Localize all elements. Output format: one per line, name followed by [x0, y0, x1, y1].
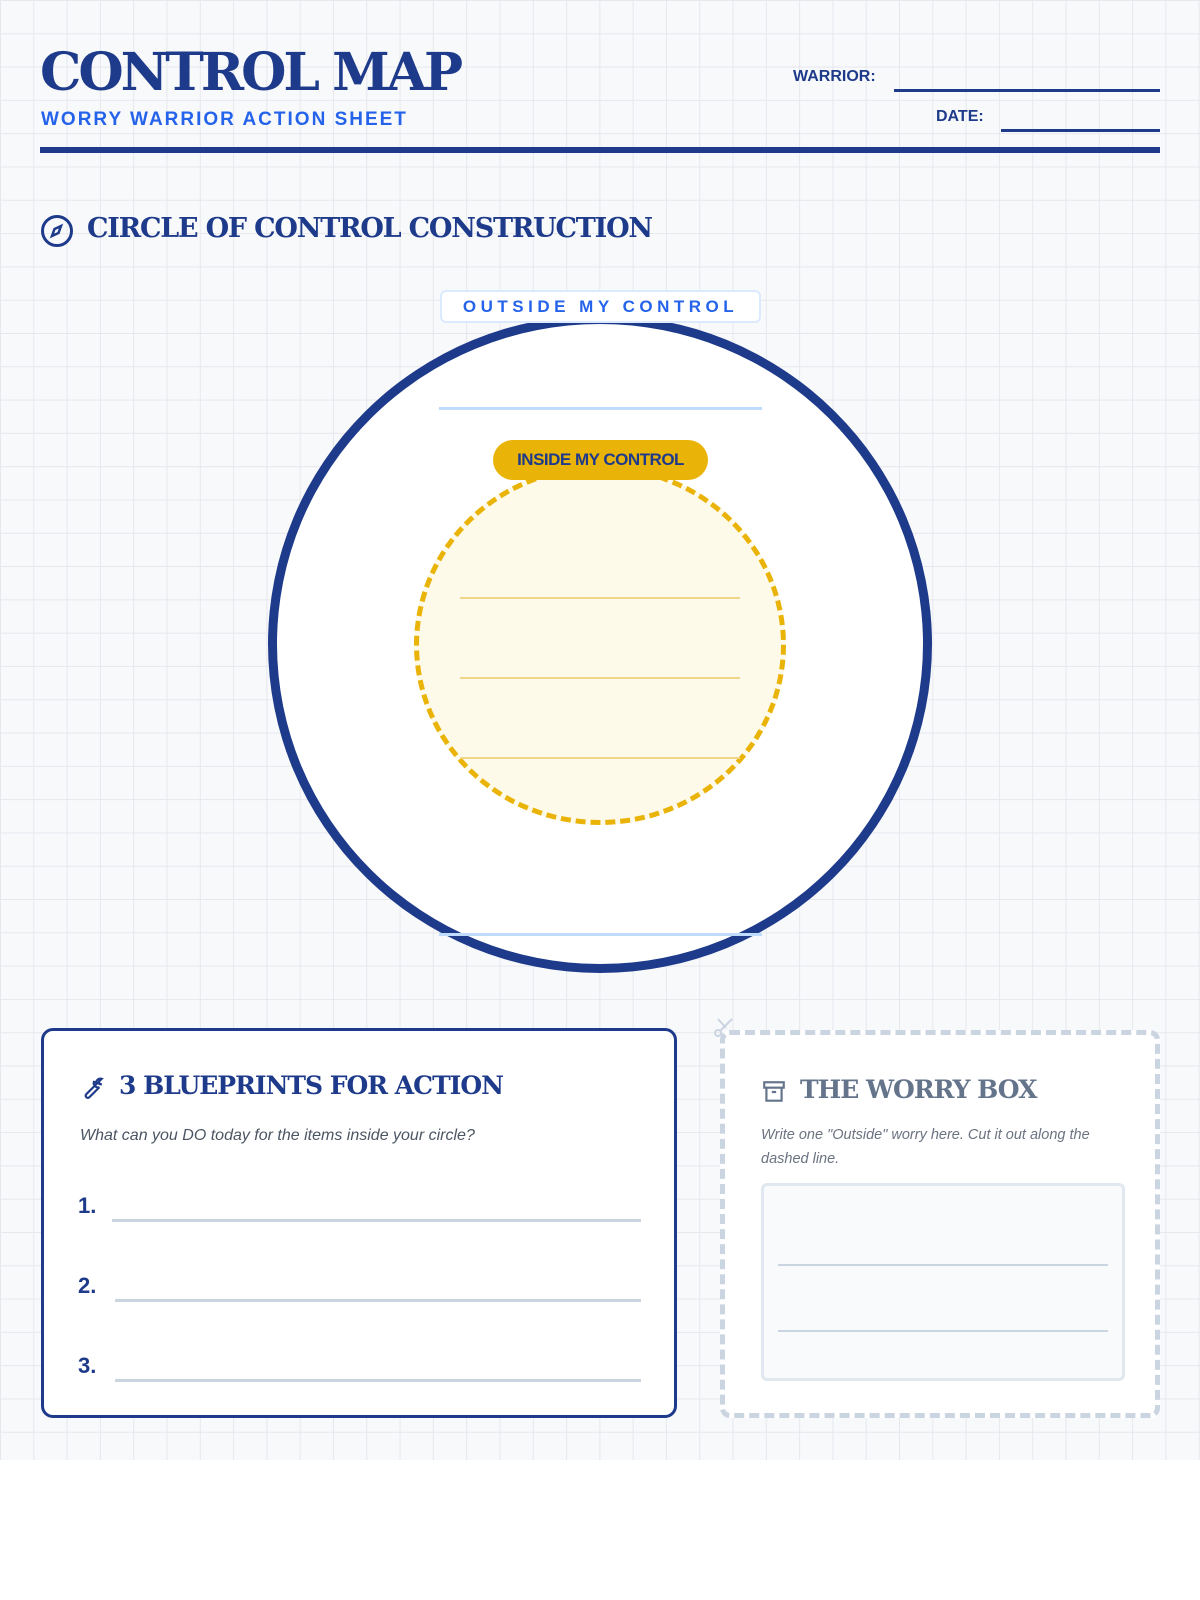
- header-divider: [40, 147, 1160, 153]
- blueprints-prompt: What can you DO today for the items insi…: [80, 1127, 475, 1144]
- warrior-label: WARRIOR:: [793, 68, 876, 85]
- warrior-field[interactable]: [894, 89, 1160, 92]
- worry-line: [778, 1264, 1108, 1266]
- worry-box-title: THE WORRY BOX: [800, 1075, 1037, 1104]
- outside-control-label: OUTSIDE MY CONTROL: [440, 290, 761, 323]
- item-number: 3.: [78, 1353, 97, 1378]
- action-line-3[interactable]: [115, 1379, 641, 1382]
- action-line-2[interactable]: [115, 1299, 641, 1302]
- page-title: CONTROL MAP: [40, 42, 463, 103]
- archive-box-icon: [763, 1081, 785, 1102]
- compass-icon: [41, 215, 73, 247]
- item-number: 1.: [78, 1193, 97, 1218]
- worry-write-area[interactable]: [761, 1183, 1125, 1381]
- outside-write-line[interactable]: [439, 407, 762, 410]
- inside-write-line[interactable]: [460, 677, 740, 679]
- worksheet: CONTROL MAP WORRY WARRIOR ACTION SHEET W…: [0, 0, 1200, 1460]
- item-number: 2.: [78, 1273, 97, 1298]
- page-subtitle: WORRY WARRIOR ACTION SHEET: [41, 109, 408, 130]
- blueprints-card: 3 BLUEPRINTS FOR ACTION What can you DO …: [41, 1028, 677, 1418]
- action-line-1[interactable]: [112, 1219, 641, 1222]
- worry-line: [778, 1330, 1108, 1332]
- worry-box-prompt: Write one "Outside" worry here. Cut it o…: [761, 1127, 1090, 1167]
- blueprints-title: 3 BLUEPRINTS FOR ACTION: [119, 1071, 504, 1100]
- wrench-icon: [84, 1077, 104, 1099]
- inside-control-label: INSIDE MY CONTROL: [493, 440, 708, 480]
- date-field[interactable]: [1001, 129, 1160, 132]
- section-title: CIRCLE OF CONTROL CONSTRUCTION: [87, 213, 653, 244]
- inside-control-circle: [414, 465, 786, 825]
- inside-write-line[interactable]: [460, 757, 740, 759]
- outside-write-line[interactable]: [439, 933, 762, 936]
- inside-write-line[interactable]: [460, 597, 740, 599]
- worry-box-card: THE WORRY BOX Write one "Outside" worry …: [720, 1030, 1160, 1418]
- date-label: DATE:: [936, 108, 984, 125]
